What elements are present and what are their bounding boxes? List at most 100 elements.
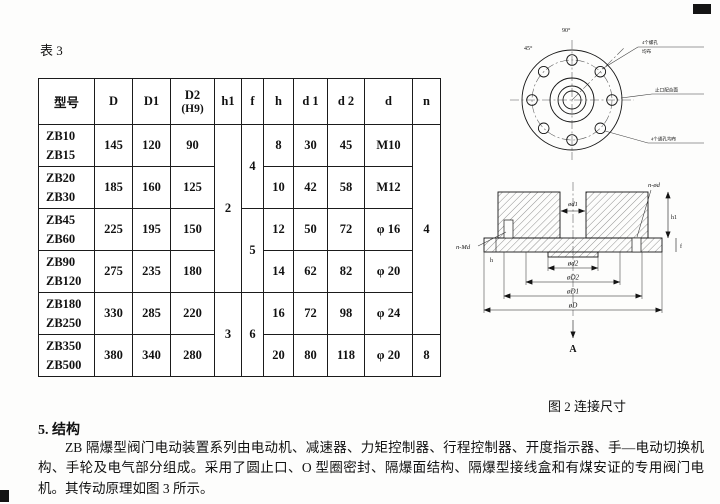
- model-name: ZB45: [46, 212, 76, 227]
- diameter-dimensions: ød2 øD2 øD1 øD: [483, 252, 663, 313]
- dimension-table: 型号 D D1 D2 (H9) h1 f h d 1 d 2 d n ZB10: [38, 78, 441, 377]
- cell-d: φ 20: [364, 250, 413, 293]
- col-header-D2-line2: (H9): [181, 103, 204, 115]
- cell-D1: 285: [132, 292, 171, 335]
- cell-h: 20: [263, 334, 294, 377]
- cell-d2: 98: [327, 292, 365, 335]
- section-label-A: A: [569, 344, 577, 355]
- table-row: ZB350 ZB500 380 340 280 20 80 118 φ 20 8: [38, 334, 441, 377]
- table-row: ZB180 ZB250 330 285 220 3 6 16 72 98 φ 2…: [38, 292, 441, 377]
- cell-f-span: 4: [241, 124, 264, 209]
- cell-D2: 280: [170, 334, 215, 377]
- cell-d2: 118: [327, 334, 365, 377]
- table-row: ZB45 ZB60 225 195 150 5 12 50 72 φ 16: [38, 208, 441, 293]
- cell-h1-span: 2: [214, 124, 242, 293]
- leader-note-bottom: 4个通孔均布: [604, 130, 704, 144]
- col-header-d: d: [364, 78, 413, 125]
- dim-d2-label: ød2: [567, 260, 579, 268]
- model-name: ZB250: [46, 315, 82, 330]
- note-top-line2: 均布: [642, 48, 652, 55]
- dim-nmd-label: n-Md: [456, 244, 471, 251]
- table-row: ZB10 ZB15 145 120 90 2 4 8 30 45 M10 4: [38, 124, 441, 335]
- model-name: ZB500: [46, 357, 82, 372]
- col-header-D: D: [94, 78, 133, 125]
- model-name: ZB120: [46, 273, 82, 288]
- model-name: ZB15: [46, 147, 76, 162]
- col-header-d2: d 2: [327, 78, 365, 125]
- col-header-model: 型号: [38, 78, 95, 125]
- body-paragraph: ZB 隔爆型阀门电动装置系列由电动机、减速器、力矩控制器、行程控制器、开度指示器…: [38, 440, 704, 496]
- cell-d: φ 20: [364, 334, 413, 377]
- note-bottom-text: 4个通孔均布: [651, 136, 677, 143]
- bolt-holes: [526, 54, 618, 146]
- cell-D1: 160: [132, 166, 171, 209]
- cell-d2: 58: [327, 166, 365, 209]
- cell-models: ZB45 ZB60: [38, 208, 95, 251]
- cell-D2: 150: [170, 208, 215, 251]
- model-name: ZB180: [46, 296, 82, 311]
- col-header-h: h: [263, 78, 294, 125]
- cell-h: 8: [263, 124, 294, 167]
- dim-D1-label: øD1: [566, 288, 579, 296]
- note-top-line1: 4个螺孔: [642, 39, 658, 46]
- cell-d1: 72: [293, 292, 328, 335]
- cell-d: φ 24: [364, 292, 413, 335]
- cell-D: 275: [94, 250, 133, 293]
- cell-f-span: 6: [241, 292, 264, 377]
- model-name: ZB90: [46, 254, 76, 269]
- angle-45-label: 45°: [524, 45, 533, 52]
- dim-nod-label: n-ød: [648, 182, 661, 189]
- cell-D: 330: [94, 292, 133, 335]
- table-row: ZB20 ZB30 185 160 125 10 42 58 M12: [38, 166, 441, 209]
- cell-D1: 120: [132, 124, 171, 167]
- model-name: ZB20: [46, 170, 76, 185]
- cell-models: ZB10 ZB15: [38, 124, 95, 167]
- cell-D1: 340: [132, 334, 171, 377]
- cell-D2: 180: [170, 250, 215, 293]
- model-name: ZB350: [46, 338, 82, 353]
- col-header-D2: D2 (H9): [170, 78, 215, 125]
- col-header-D1: D1: [132, 78, 171, 125]
- cell-d: φ 16: [364, 208, 413, 251]
- cell-d1: 30: [293, 124, 328, 167]
- cell-models: ZB90 ZB120: [38, 250, 95, 293]
- technical-drawing: 90° 45° 4个螺孔 均布 止口配合面 4个通孔均布: [456, 27, 704, 355]
- cell-D2: 90: [170, 124, 215, 167]
- cell-d2: 72: [327, 208, 365, 251]
- thread-hole: [503, 219, 514, 239]
- table-label: 表 3: [40, 43, 63, 58]
- cell-d: M10: [364, 124, 413, 167]
- cell-n-span: 4: [412, 124, 441, 335]
- note-mid-text: 止口配合面: [655, 87, 678, 94]
- col-header-d1: d 1: [293, 78, 328, 125]
- cell-d2: 82: [327, 250, 365, 293]
- angle-90-label: 90°: [562, 27, 571, 34]
- cell-d2: 45: [327, 124, 365, 167]
- cell-h: 16: [263, 292, 294, 335]
- table-header-row: 型号 D D1 D2 (H9) h1 f h d 1 d 2 d n: [38, 78, 441, 125]
- figure-caption: 图 2 连接尺寸: [548, 399, 627, 414]
- dim-d1-label: ød1: [567, 201, 578, 208]
- col-header-h1: h1: [214, 78, 242, 125]
- cell-d1: 50: [293, 208, 328, 251]
- cell-D: 185: [94, 166, 133, 209]
- cell-D1: 235: [132, 250, 171, 293]
- col-header-n: n: [412, 78, 441, 125]
- leader-note-mid: 止口配合面: [620, 87, 704, 99]
- dim-f-label: f: [680, 243, 682, 250]
- cell-n-span: 8: [412, 334, 441, 377]
- model-name: ZB60: [46, 231, 76, 246]
- scan-mark-bottom-left: [0, 490, 9, 502]
- section-arrow: A: [569, 320, 577, 355]
- dim-D2-label: øD2: [566, 274, 580, 282]
- cell-D: 225: [94, 208, 133, 251]
- section-heading: 5. 结构: [38, 423, 80, 438]
- cell-D1: 195: [132, 208, 171, 251]
- cell-D2: 125: [170, 166, 215, 209]
- cell-models: ZB180 ZB250: [38, 292, 95, 335]
- model-name: ZB10: [46, 128, 76, 143]
- cell-d: M12: [364, 166, 413, 209]
- cell-d1: 80: [293, 334, 328, 377]
- scan-mark-top-right: [693, 4, 711, 14]
